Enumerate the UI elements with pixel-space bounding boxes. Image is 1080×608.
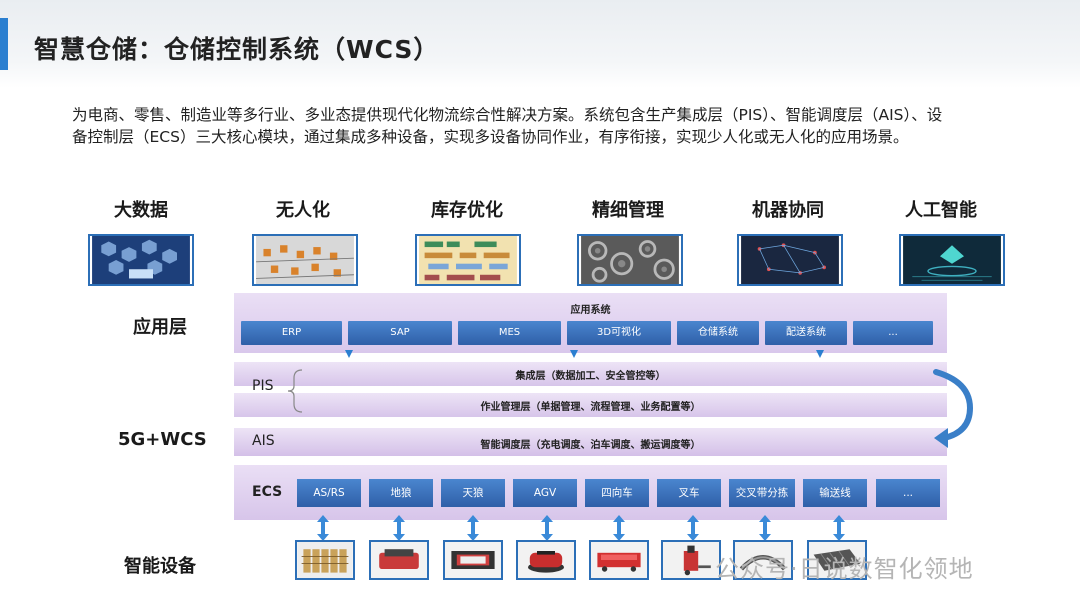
pis-integration-layer: 集成层（数据加工、安全管控等） xyxy=(234,362,947,386)
ecs-item-four-way[interactable]: 四向车 xyxy=(585,479,649,507)
ai-image xyxy=(899,234,1005,286)
feature-label-unmanned: 无人化 xyxy=(276,200,330,221)
fine-management-image xyxy=(577,234,683,286)
device-sky-wolf-image xyxy=(443,540,503,580)
feature-label-machine-collab: 机器协同 xyxy=(752,200,824,221)
updown-arrow-icon xyxy=(467,515,479,541)
ecs-item-agv[interactable]: AGV xyxy=(513,479,577,507)
updown-arrow-icon xyxy=(541,515,553,541)
updown-arrow-icon xyxy=(833,515,845,541)
device-conveyor-image xyxy=(807,540,867,580)
row-tag-ecs: ECS xyxy=(252,484,283,500)
app-item-sap[interactable]: SAP xyxy=(348,321,452,345)
ecs-item-asrs[interactable]: AS/RS xyxy=(297,479,361,507)
device-asrs-image xyxy=(295,540,355,580)
feature-label-ai: 人工智能 xyxy=(905,200,977,221)
updown-arrow-icon xyxy=(393,515,405,541)
app-item-3d[interactable]: 3D可视化 xyxy=(567,321,671,345)
row-tag-ais: AIS xyxy=(252,433,275,449)
pis-bracket-icon xyxy=(287,369,303,413)
device-cross-belt-image xyxy=(733,540,793,580)
ais-layer-text: 智能调度层（充电调度、泊车调度、搬运调度等） xyxy=(480,440,701,451)
feature-label-inventory: 库存优化 xyxy=(431,200,503,221)
ecs-item-more[interactable]: ... xyxy=(876,479,940,507)
device-forklift-image xyxy=(661,540,721,580)
pis-operation-layer: 作业管理层（单据管理、流程管理、业务配置等） xyxy=(234,393,947,417)
down-arrow-icon xyxy=(345,350,353,358)
app-item-warehouse[interactable]: 仓储系统 xyxy=(677,321,759,345)
feature-label-fine-management: 精细管理 xyxy=(592,200,664,221)
ais-layer: 智能调度层（充电调度、泊车调度、搬运调度等） xyxy=(234,428,947,456)
header-banner: 智慧仓储：仓储控制系统（WCS） xyxy=(0,0,1080,88)
updown-arrow-icon xyxy=(759,515,771,541)
big-data-image xyxy=(88,234,194,286)
updown-arrow-icon xyxy=(687,515,699,541)
updown-arrow-icon xyxy=(317,515,329,541)
pis-integration-text: 集成层（数据加工、安全管控等） xyxy=(515,371,666,382)
curved-arrow-icon xyxy=(933,369,974,448)
app-layer-title: 应用系统 xyxy=(570,305,611,316)
unmanned-image xyxy=(252,234,358,286)
side-label-app-layer: 应用层 xyxy=(133,317,187,338)
intro-paragraph: 为电商、零售、制造业等多行业、多业态提供现代化物流综合性解决方案。系统包含生产集… xyxy=(72,106,943,146)
ecs-item-sky-wolf[interactable]: 天狼 xyxy=(441,479,505,507)
side-label-5g-wcs: 5G+WCS xyxy=(118,429,207,450)
side-label-devices: 智能设备 xyxy=(124,556,196,577)
ecs-item-forklift[interactable]: 叉车 xyxy=(657,479,721,507)
app-item-delivery[interactable]: 配送系统 xyxy=(765,321,847,345)
ecs-item-conveyor[interactable]: 输送线 xyxy=(803,479,867,507)
title-accent-bar xyxy=(0,18,8,70)
row-tag-pis: PIS xyxy=(252,378,274,394)
device-ground-wolf-image xyxy=(369,540,429,580)
down-arrow-icon xyxy=(816,350,824,358)
app-item-mes[interactable]: MES xyxy=(458,321,561,345)
device-four-way-image xyxy=(589,540,649,580)
feature-label-big-data: 大数据 xyxy=(114,200,168,221)
machine-collab-image xyxy=(737,234,843,286)
down-arrow-icon xyxy=(570,350,578,358)
ecs-item-ground-wolf[interactable]: 地狼 xyxy=(369,479,433,507)
page-title: 智慧仓储：仓储控制系统（WCS） xyxy=(34,35,440,64)
ecs-item-cross-belt[interactable]: 交叉带分拣 xyxy=(729,479,795,507)
app-item-more[interactable]: ... xyxy=(853,321,933,345)
pis-operation-text: 作业管理层（单据管理、流程管理、业务配置等） xyxy=(480,402,701,413)
app-item-erp[interactable]: ERP xyxy=(241,321,342,345)
device-agv-image xyxy=(516,540,576,580)
watermark-text: 公众号·日说数智化领地 xyxy=(715,555,974,583)
updown-arrow-icon xyxy=(613,515,625,541)
inventory-image xyxy=(415,234,521,286)
